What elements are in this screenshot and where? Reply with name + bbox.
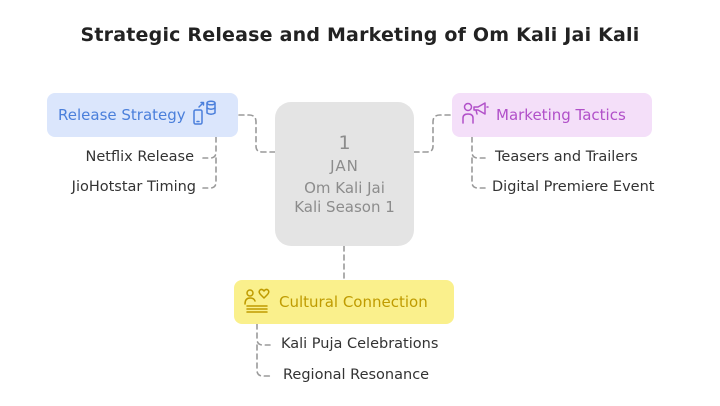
connector-cultural-kalipuja	[256, 323, 271, 346]
cultural-item-kalipuja: Kali Puja Celebrations	[281, 336, 439, 352]
central-event-node: 1 JAN Om Kali Jai Kali Season 1	[275, 102, 414, 246]
event-name: Om Kali Jai Kali Season 1	[294, 179, 395, 216]
connector-marketing-premiere	[471, 157, 486, 189]
marketing-item-teasers: Teasers and Trailers	[495, 149, 638, 165]
connector-release-jiohotstar	[202, 157, 217, 189]
diagram-title: Strategic Release and Marketing of Om Ka…	[80, 24, 640, 46]
connector-center-marketing	[413, 114, 452, 153]
event-day: 1	[338, 132, 351, 154]
cultural-item-regional: Regional Resonance	[283, 367, 430, 383]
branch-release-strategy-label: Release Strategy	[58, 106, 186, 124]
connector-center-release	[238, 114, 276, 153]
branch-cultural-connection: Cultural Connection	[234, 280, 454, 324]
connector-release-netflix	[202, 136, 217, 159]
connector-cultural-regional	[256, 344, 271, 377]
release-item-netflix: Netflix Release	[85, 149, 194, 165]
event-month: JAN	[330, 157, 359, 175]
marketing-item-premiere: Digital Premiere Event	[492, 179, 655, 195]
branch-marketing-tactics: Marketing Tactics	[452, 93, 652, 137]
release-item-jiohotstar: JioHotstar Timing	[71, 179, 196, 195]
phone-database-icon	[192, 99, 218, 131]
people-heart-icon	[243, 286, 271, 318]
branch-cultural-connection-label: Cultural Connection	[279, 293, 428, 311]
connector-marketing-teasers	[471, 136, 486, 159]
branch-marketing-tactics-label: Marketing Tactics	[496, 106, 626, 124]
person-megaphone-icon	[461, 99, 489, 131]
branch-release-strategy: Release Strategy	[47, 93, 238, 137]
